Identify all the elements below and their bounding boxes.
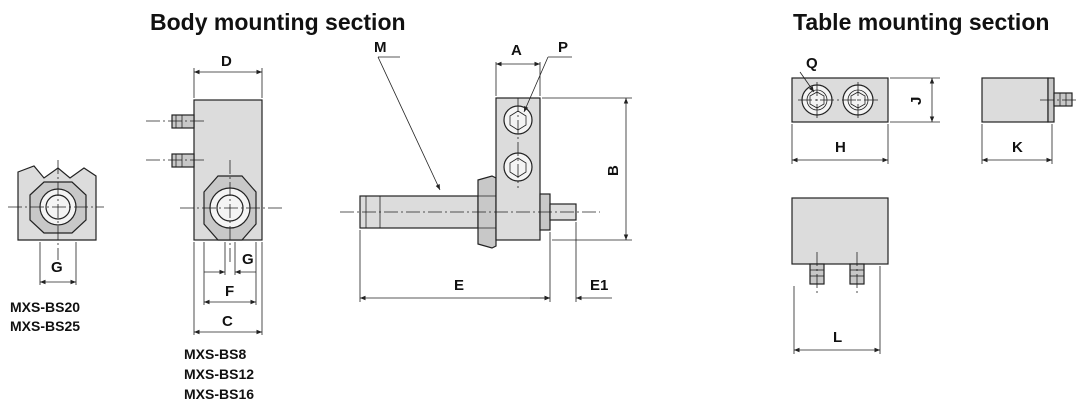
side-view: M A P B E E1 (340, 39, 632, 302)
dim-g-mid: G (242, 251, 254, 268)
table-mounting-title: Table mounting section (793, 9, 1049, 35)
dim-l: L (833, 329, 842, 346)
model-bs25: MXS-BS25 (10, 318, 80, 334)
dim-c: C (222, 313, 233, 330)
dim-e1: E1 (590, 277, 608, 294)
model-bs12: MXS-BS12 (184, 366, 254, 382)
table-side-view: K (981, 77, 1076, 164)
model-bs20: MXS-BS20 (10, 299, 80, 315)
table-top-view: Q J H (791, 55, 940, 164)
dim-a: A (511, 42, 522, 59)
front-view-bs8-bs16: D G F C (146, 53, 282, 335)
table-bottom-view: L (791, 197, 889, 354)
model-bs8: MXS-BS8 (184, 346, 246, 362)
dim-k: K (1012, 139, 1023, 156)
label-m: M (374, 39, 387, 56)
dim-e: E (454, 277, 464, 294)
model-bs16: MXS-BS16 (184, 386, 254, 402)
dim-b: B (605, 165, 622, 176)
label-p: P (558, 39, 568, 56)
body-mounting-title: Body mounting section (150, 9, 406, 35)
dim-h: H (835, 139, 846, 156)
dim-d: D (221, 53, 232, 70)
dim-f: F (225, 283, 234, 300)
label-q: Q (806, 55, 818, 72)
front-view-bs20-bs25: G (8, 160, 104, 285)
dim-j: J (908, 97, 925, 105)
dim-g-left: G (51, 259, 63, 276)
